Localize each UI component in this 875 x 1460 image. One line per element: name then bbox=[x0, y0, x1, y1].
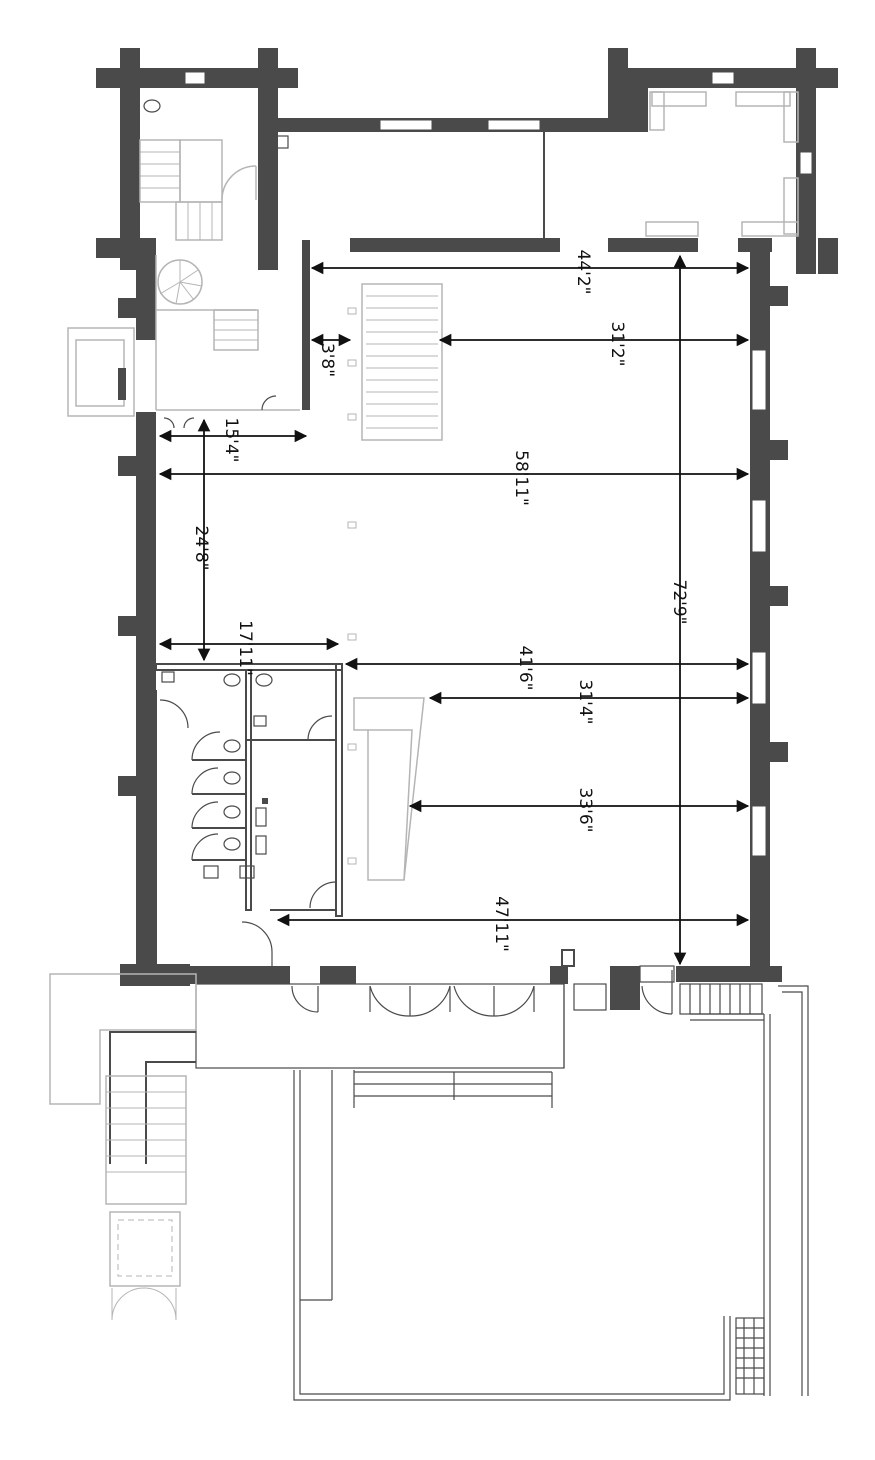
column-markers bbox=[347, 521, 357, 865]
dim-top-width: 44'2" bbox=[573, 250, 593, 295]
dim-south-width: 47'11" bbox=[491, 896, 511, 952]
stair-icon bbox=[139, 139, 223, 241]
dimension-labels: 44'2" 3'8" 31'2" 15'4" 58'11" 24'8" 17'1… bbox=[191, 250, 689, 952]
double-door-icon bbox=[111, 1287, 177, 1321]
sink-icon bbox=[273, 135, 289, 149]
dimension-lines bbox=[158, 254, 750, 966]
dim-overall-length: 72'9" bbox=[669, 580, 689, 625]
dim-lobby-width: 15'4" bbox=[221, 418, 241, 463]
toilet-icon bbox=[143, 99, 161, 113]
dim-west-wall-length: 24'8" bbox=[191, 526, 211, 571]
stair-icon bbox=[679, 983, 765, 1395]
ne-tower bbox=[608, 48, 838, 274]
door-icon bbox=[221, 165, 257, 201]
dim-bar-top-to-east-wall: 31'4" bbox=[575, 680, 595, 725]
terrace bbox=[195, 983, 809, 1401]
bar-counter bbox=[353, 697, 425, 881]
double-door-icon bbox=[163, 417, 195, 429]
sw-exterior-stair bbox=[49, 973, 197, 1321]
lobby bbox=[67, 255, 300, 429]
dim-restroom-to-east-wall: 41'6" bbox=[515, 646, 535, 691]
dim-stair-to-east-wall: 31'2" bbox=[607, 322, 627, 367]
stall-partitions bbox=[159, 699, 337, 909]
toilet-icon bbox=[223, 673, 273, 851]
restrooms bbox=[155, 663, 343, 966]
north-rooms bbox=[262, 118, 772, 252]
dim-hall-width: 58'11" bbox=[511, 450, 531, 506]
elevator-icon bbox=[67, 327, 135, 417]
sink-icon bbox=[161, 671, 268, 879]
dim-restroom-width: 17'11" bbox=[235, 620, 255, 676]
dim-stair-offset: 3'8" bbox=[317, 343, 337, 377]
spiral-stair-icon bbox=[157, 259, 203, 305]
dim-bar-bottom-to-east-wall: 33'6" bbox=[575, 788, 595, 833]
entry-doors bbox=[291, 949, 675, 1017]
grand-stair-icon bbox=[347, 283, 443, 441]
main-hall bbox=[118, 240, 788, 1010]
